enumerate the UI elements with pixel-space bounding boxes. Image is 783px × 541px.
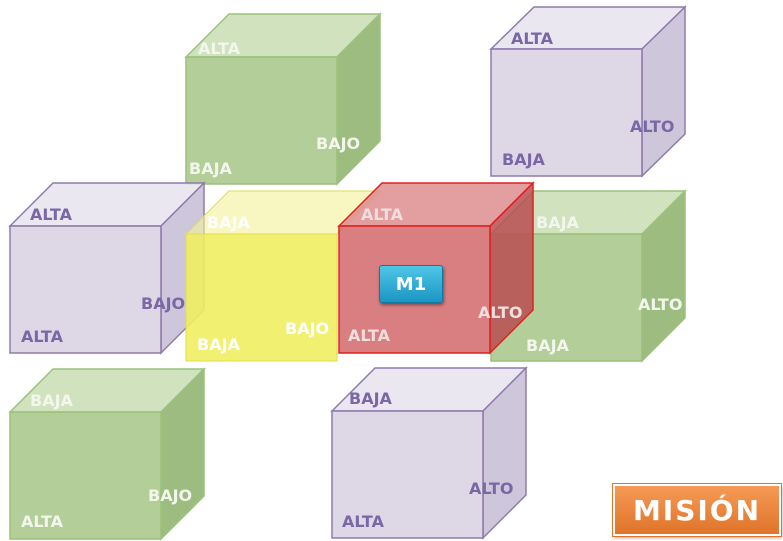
- cube-label-bottom: BAJA: [189, 159, 233, 178]
- cube-red-center: ALTA ALTO ALTA: [337, 181, 535, 355]
- cube-label-bottom: BAJA: [197, 335, 241, 354]
- cube-label-side: ALTO: [478, 303, 522, 322]
- cube-label-side: ALTO: [469, 479, 513, 498]
- cube-label-bottom: ALTA: [21, 512, 64, 531]
- cube-green-bottom-left: BAJA BAJO ALTA: [8, 367, 206, 541]
- cube-purple-bottom-center: BAJA ALTO ALTA: [330, 366, 528, 540]
- cube-front-face: [490, 48, 643, 177]
- cube-label-top: ALTA: [361, 205, 404, 224]
- mision-label-box: MISIÓN: [612, 483, 782, 537]
- cube-label-bottom: BAJA: [526, 336, 570, 355]
- cube-front-face: [331, 410, 484, 539]
- cube-label-side: ALTO: [638, 295, 682, 314]
- cube-label-top: ALTA: [511, 29, 554, 48]
- cube-yellow-mid-center: BAJA BAJO BAJA: [184, 190, 382, 362]
- cube-label-bottom: ALTA: [21, 327, 64, 346]
- cube-purple-mid-left: ALTA BAJO ALTA: [8, 181, 206, 355]
- cube-label-top: ALTA: [30, 205, 73, 224]
- cube-label-side: BAJO: [141, 294, 185, 313]
- cube-label-bottom: BAJA: [502, 150, 546, 169]
- cube-label-bottom: ALTA: [342, 512, 385, 531]
- cube-front-face: [9, 225, 162, 354]
- cube-label-top: BAJA: [536, 213, 580, 232]
- cube-front-face: [185, 233, 338, 362]
- cube-label-side: BAJO: [285, 319, 329, 338]
- m1-badge: M1: [379, 265, 443, 303]
- cube-label-top: ALTA: [198, 39, 241, 58]
- cube-label-side: ALTO: [630, 117, 674, 136]
- cube-label-bottom: ALTA: [348, 326, 391, 345]
- cube-front-face: [185, 56, 338, 185]
- cube-label-top: BAJA: [30, 391, 74, 410]
- cube-front-face: [9, 411, 162, 540]
- cube-label-side: BAJO: [148, 486, 192, 505]
- cube-purple-top-right: ALTA ALTO BAJA: [489, 5, 687, 178]
- cube-label-side: BAJO: [316, 134, 360, 153]
- cube-label-top: BAJA: [349, 389, 393, 408]
- cube-green-top-center: ALTA BAJO BAJA: [184, 12, 382, 186]
- cube-label-top: BAJA: [207, 213, 251, 232]
